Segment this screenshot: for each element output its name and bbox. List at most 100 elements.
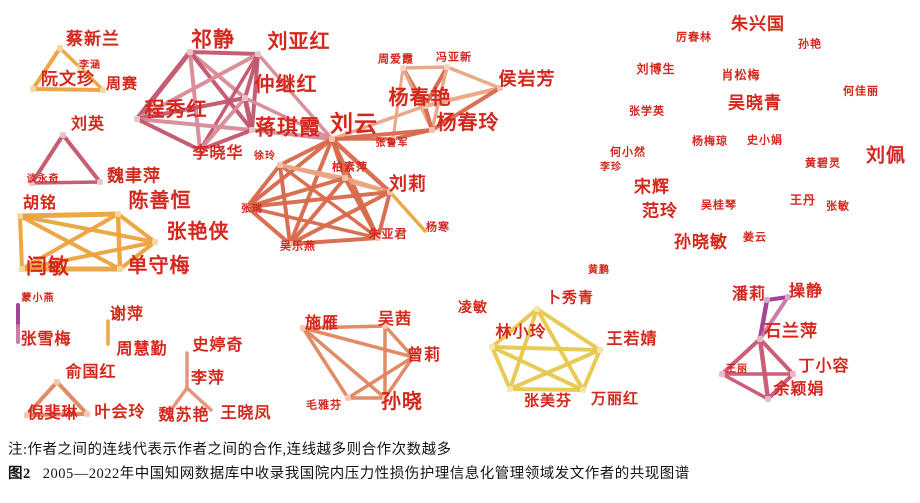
collaboration-edge bbox=[430, 86, 502, 132]
author-node-dot bbox=[60, 132, 66, 138]
author-node-dot bbox=[375, 235, 381, 241]
author-label: 阮文珍 bbox=[41, 69, 95, 89]
author-node-dot bbox=[764, 297, 770, 303]
author-node-dot bbox=[429, 127, 435, 133]
collaboration-edge bbox=[330, 104, 427, 141]
collaboration-edge bbox=[198, 96, 247, 152]
author-label: 魏苏艳 bbox=[158, 407, 210, 424]
author-label: 刘英 bbox=[70, 116, 106, 133]
author-node-dot bbox=[54, 379, 60, 385]
author-label: 谈永奇 bbox=[26, 174, 60, 185]
author-label: 黄碧灵 bbox=[805, 157, 841, 170]
author-label: 凌敏 bbox=[458, 301, 488, 316]
author-label: 刘亚红 bbox=[267, 31, 331, 53]
author-label: 孙晓 bbox=[381, 391, 423, 413]
author-node-dot bbox=[400, 65, 406, 71]
author-node-dot bbox=[77, 65, 83, 71]
collaboration-edge bbox=[188, 50, 260, 56]
author-node-dot bbox=[580, 387, 586, 393]
collaboration-edge bbox=[20, 212, 120, 271]
collaboration-edge bbox=[758, 337, 795, 376]
author-node-dot bbox=[329, 136, 335, 142]
author-node-dot bbox=[30, 86, 36, 92]
collaboration-edge bbox=[134, 49, 193, 122]
collaboration-edge bbox=[245, 205, 292, 246]
collaboration-edge bbox=[17, 211, 121, 219]
collaboration-edge bbox=[243, 96, 334, 141]
author-node-dot bbox=[765, 396, 771, 402]
collaboration-edge bbox=[388, 190, 427, 233]
collaboration-edge bbox=[383, 355, 415, 400]
collaboration-edge bbox=[301, 326, 415, 359]
author-label: 李珍 bbox=[600, 162, 622, 173]
author-label: 朱兴国 bbox=[731, 14, 785, 34]
author-label: 吴桂琴 bbox=[701, 199, 737, 212]
collaboration-edge bbox=[720, 372, 770, 401]
author-label: 张雪梅 bbox=[20, 331, 72, 348]
author-label: 卜秀青 bbox=[545, 290, 595, 307]
author-label: 厉春林 bbox=[676, 31, 712, 44]
author-node-dot bbox=[100, 87, 106, 93]
author-label: 宋辉 bbox=[634, 177, 670, 197]
collaboration-edge bbox=[250, 128, 334, 141]
author-node-dot bbox=[300, 325, 306, 331]
author-label: 陈善恒 bbox=[128, 190, 192, 212]
author-node-dot bbox=[115, 211, 121, 217]
author-label: 吴茜 bbox=[377, 311, 413, 328]
author-node-dot bbox=[382, 395, 388, 401]
collaboration-edge bbox=[508, 387, 585, 392]
author-node-dot bbox=[785, 294, 791, 300]
collaboration-edge bbox=[245, 205, 380, 240]
author-node-dot bbox=[342, 175, 348, 181]
author-label: 李萍 bbox=[190, 370, 226, 387]
author-node-dot bbox=[597, 347, 603, 353]
collaboration-edge bbox=[758, 295, 790, 341]
collaboration-edge bbox=[18, 214, 24, 271]
author-label: 柏素萍 bbox=[332, 161, 368, 174]
author-label: 张艳侠 bbox=[166, 221, 230, 243]
collaboration-edge bbox=[61, 133, 102, 184]
author-label: 胡铭 bbox=[22, 195, 58, 212]
collaboration-edge bbox=[490, 345, 585, 392]
collaboration-edge bbox=[766, 372, 795, 401]
author-label: 曾莉 bbox=[406, 347, 442, 364]
collaboration-edge bbox=[25, 380, 59, 417]
author-label: 黄鹏 bbox=[588, 265, 610, 276]
author-label: 徐玲 bbox=[254, 151, 276, 162]
collaboration-edge bbox=[30, 180, 102, 185]
author-label: 叶会玲 bbox=[94, 404, 146, 421]
collaboration-edge bbox=[188, 50, 254, 132]
collaboration-edge bbox=[757, 336, 771, 402]
collaboration-edge bbox=[135, 117, 254, 132]
author-label: 周爱霞 bbox=[378, 53, 414, 66]
author-node-dot bbox=[287, 241, 293, 247]
author-node-dot bbox=[187, 49, 193, 55]
author-label: 孙晓敏 bbox=[674, 232, 728, 252]
author-node-dot bbox=[242, 95, 248, 101]
author-label: 倪斐琳 bbox=[27, 405, 79, 422]
author-label: 杨梅琼 bbox=[692, 135, 728, 148]
collaboration-edge bbox=[20, 240, 157, 271]
author-label: 程秀红 bbox=[144, 99, 208, 121]
author-label: 蒙小燕 bbox=[21, 293, 55, 304]
author-node-dot bbox=[387, 189, 393, 195]
collaboration-edge bbox=[445, 65, 502, 90]
author-node-dot bbox=[390, 136, 396, 142]
collaboration-edge bbox=[535, 307, 602, 352]
author-node-dot bbox=[117, 266, 123, 272]
author-label: 张敏 bbox=[826, 200, 850, 213]
author-label: 杨寒 bbox=[426, 221, 450, 234]
author-label: 杨春玲 bbox=[436, 112, 500, 134]
author-label: 吴乐燕 bbox=[280, 240, 316, 253]
collaboration-edge bbox=[383, 324, 415, 359]
author-node-dot bbox=[57, 45, 63, 51]
author-label: 操静 bbox=[788, 283, 824, 300]
collaboration-edge bbox=[288, 236, 380, 246]
collaboration-edge bbox=[278, 137, 334, 167]
author-label: 林小玲 bbox=[495, 324, 547, 341]
author-label: 魏聿萍 bbox=[107, 166, 161, 186]
author-label: 潘莉 bbox=[731, 286, 767, 303]
author-node-dot bbox=[719, 371, 725, 377]
